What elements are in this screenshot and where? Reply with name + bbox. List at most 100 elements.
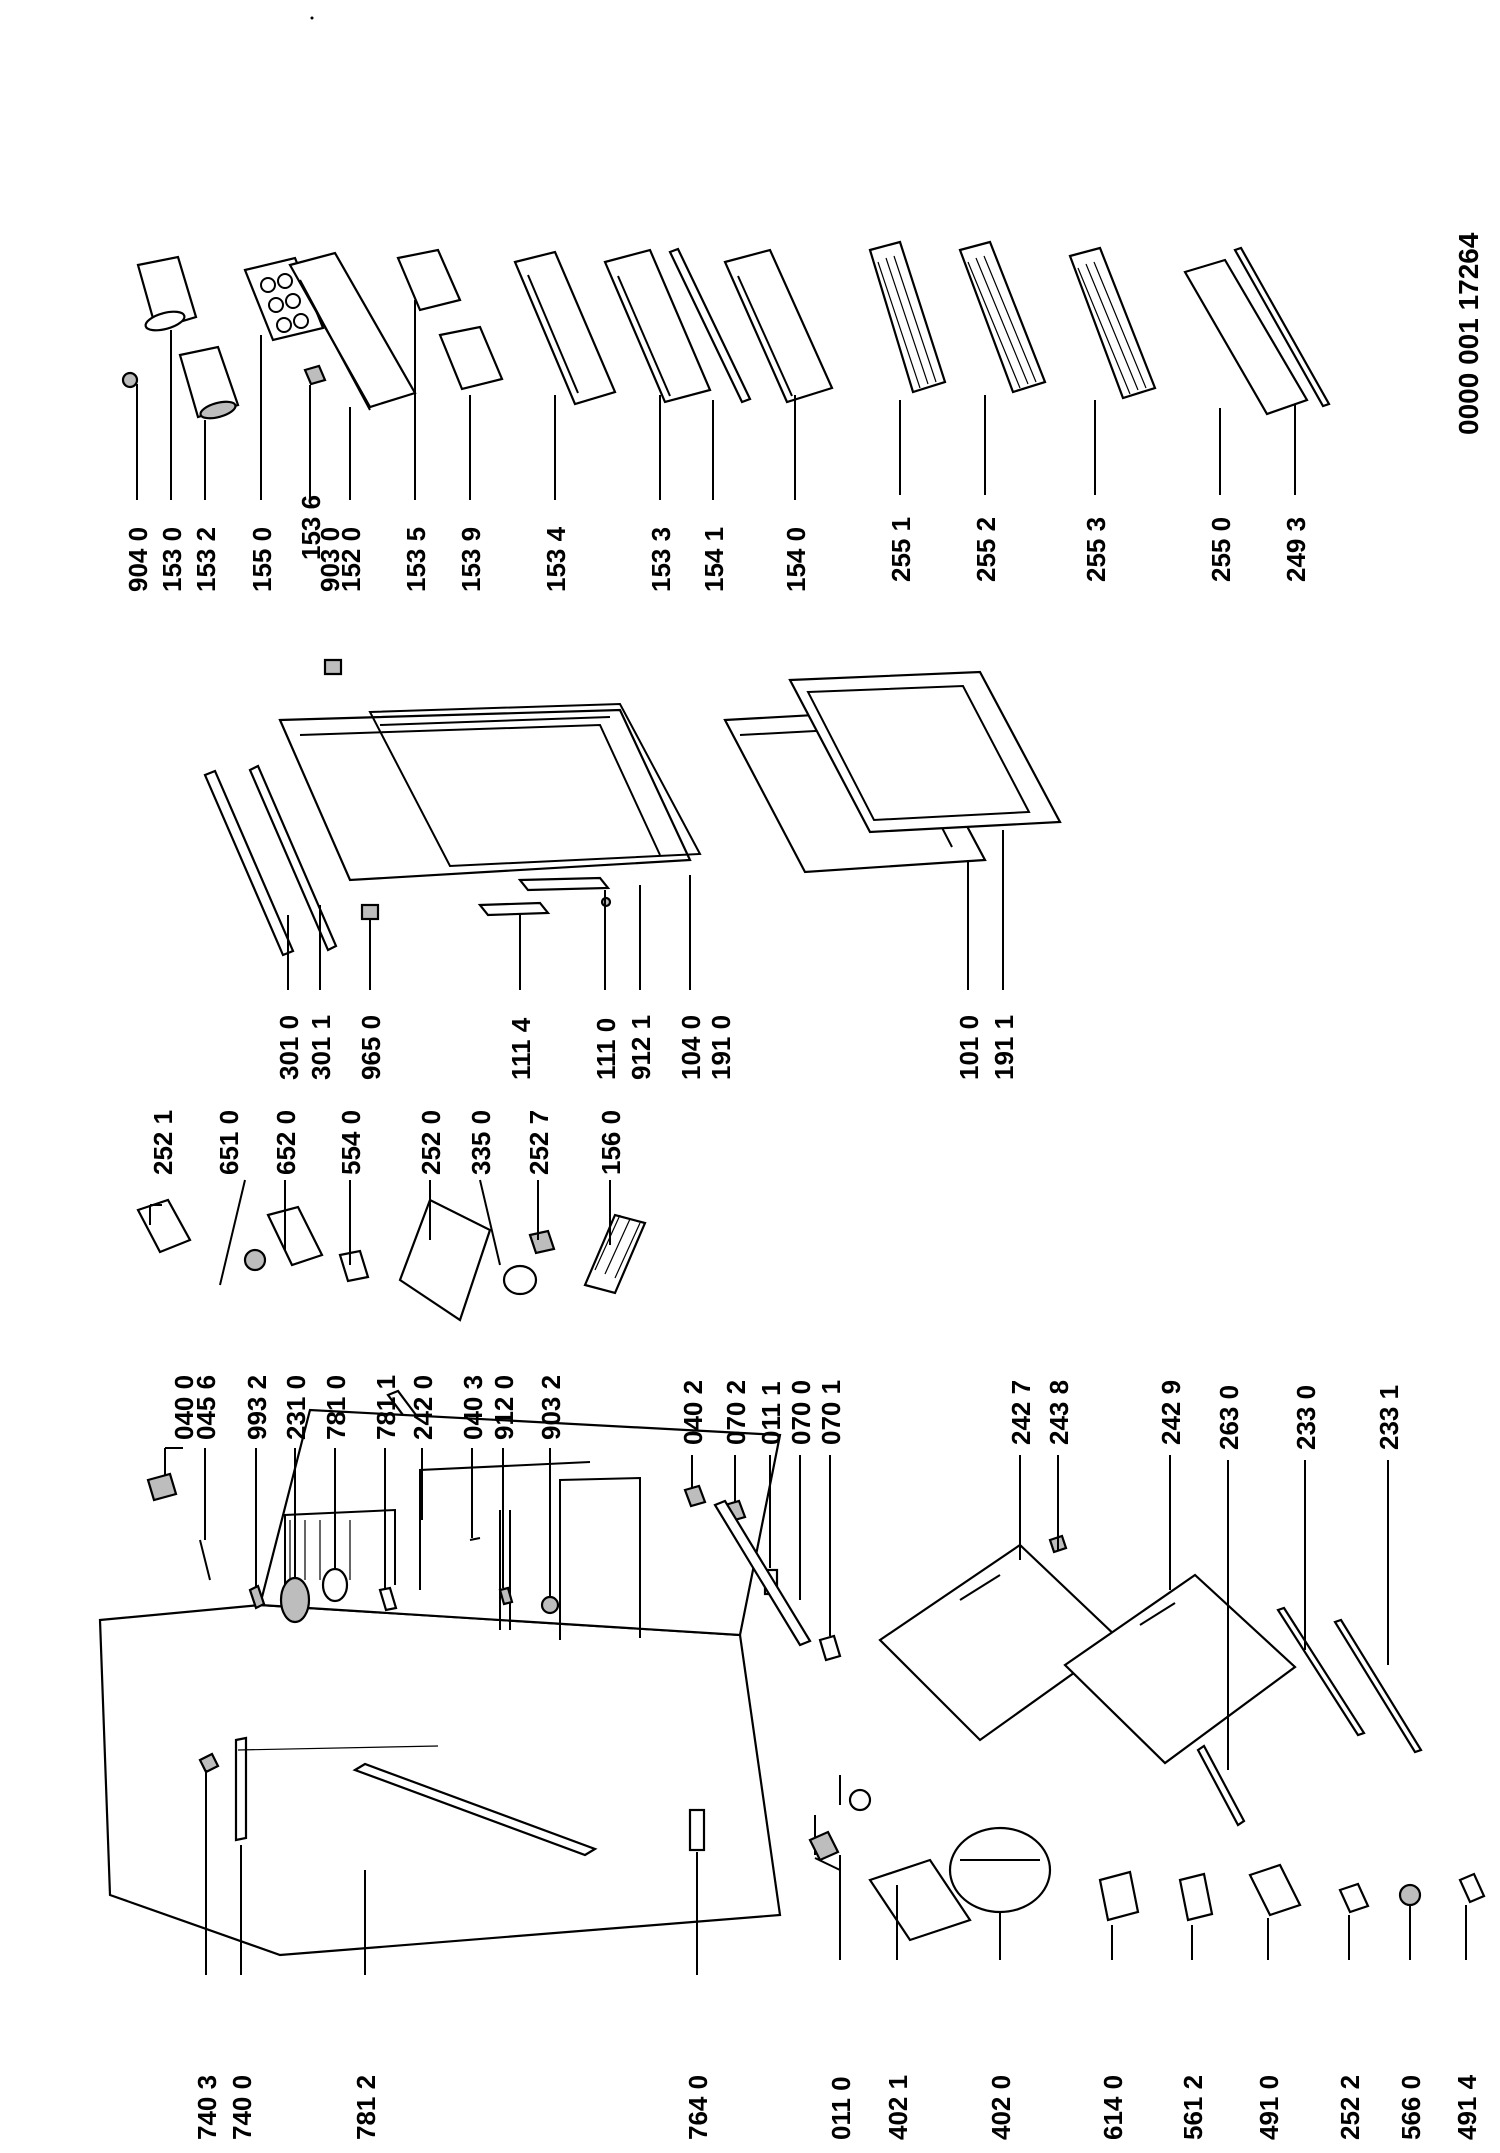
part-label-566-0: 566 0 [1396,2075,1426,2140]
part-231-0 [279,1576,311,1624]
part-label-740-0: 740 0 [227,2075,257,2140]
part-903-2 [540,1595,560,1615]
part-label-011-0: 011 0 [826,2076,856,2140]
part-label-152-0: 152 0 [336,527,366,592]
part-255-0 [1183,258,1309,416]
cabinet-small-parts [146,1472,842,1662]
document-number: 0000 001 17264 [1453,232,1484,435]
part-045-6 [199,1539,211,1581]
part-912-0 [498,1586,514,1606]
drawer-parts [878,1534,1423,1827]
part-252-2 [1338,1882,1370,1914]
leader-lines-bottom [814,1855,1467,1960]
part-label-651-0: 651 0 [214,1110,244,1175]
part-label-614-0: 614 0 [1098,2075,1128,2140]
part-153-9 [438,325,504,391]
part-104-0 [278,708,692,882]
part-label-233-0: 233 0 [1291,1385,1321,1450]
part-491-4 [1458,1872,1486,1904]
part-label-154-0: 154 0 [781,527,811,592]
leader-lines-drawers [1019,1455,1389,1770]
part-651-0 [243,1248,267,1272]
part-label-781-1: 781 1 [371,1375,401,1440]
part-070-0 [713,1499,812,1647]
part-040-3 [469,1537,481,1541]
part-label-255-0: 255 0 [1206,517,1236,582]
part-label-153-9: 153 9 [456,527,486,592]
part-153-0 [136,255,198,331]
part-252-0 [398,1198,492,1322]
compressor-parts [808,1775,1486,1942]
part-label-111-0: 111 0 [591,1018,621,1080]
part-255-3 [1068,246,1157,400]
cabinet [98,1408,782,1957]
door-parts [203,670,1062,957]
part-label-764-0: 764 0 [683,2075,713,2140]
part-242-9 [1063,1573,1297,1765]
part-label-154-1: 154 1 [699,527,729,592]
part-156-0 [583,1213,647,1295]
part-904-0 [121,371,139,389]
part-153-5 [396,248,462,312]
part-301-1 [248,764,338,952]
part-label-153-2: 153 2 [191,527,221,592]
part-153-4 [513,250,617,406]
part-402-0 [948,1826,1052,1914]
part-label-301-0: 301 0 [274,1015,304,1080]
leader-lines-thermostat [149,1179,611,1286]
part-301-0 [203,769,295,957]
part-781-2 [352,1762,598,1857]
part-label-903-2: 903 2 [536,1375,566,1440]
part-label-263-0: 263 0 [1214,1385,1244,1450]
part-561-2 [1178,1872,1214,1922]
part-label-191-1: 191 1 [989,1015,1019,1080]
part-255-2 [958,240,1047,394]
part-label-156-0: 156 0 [596,1110,626,1175]
part-label-191-0: 191 0 [706,1015,736,1080]
part-070-1 [818,1634,842,1662]
cabinet-interior [258,1408,782,1637]
part-233-1 [1333,1618,1423,1754]
part-label-242-0: 242 0 [408,1375,438,1440]
part-label-255-2: 255 2 [971,517,1001,582]
part-label-252-0: 252 0 [416,1110,446,1175]
part-label-912-0: 912 0 [489,1375,519,1440]
part-label-554-0: 554 0 [336,1110,366,1175]
part-011-0-b [848,1788,872,1812]
part-label-233-1: 233 1 [1374,1385,1404,1450]
part-153-6 [303,364,327,386]
part-011-0-a [808,1830,840,1862]
part-label-402-0: 402 0 [986,2075,1016,2140]
part-label-155-0: 155 0 [247,527,277,592]
part-label-243-8: 243 8 [1044,1380,1074,1445]
part-label-249-3: 249 3 [1281,517,1311,582]
part-566-0 [1398,1883,1422,1907]
part-153-2 [178,345,240,419]
part-111-4 [477,901,551,917]
part-965-0 [360,903,380,921]
part-label-070-0: 070 0 [786,1380,816,1445]
speck [310,16,314,20]
part-label-993-2: 993 2 [242,1375,272,1440]
part-111-0 [517,876,611,892]
part-label-252-7: 252 7 [524,1110,554,1175]
part-191-1 [788,670,1062,834]
part-249-3 [1233,246,1331,408]
part-label-104-0: 104 0 [676,1015,706,1080]
part-label-040-2: 040 2 [678,1380,708,1445]
part-label-040-0: 040 0 [169,1375,199,1440]
part-label-335-0: 335 0 [466,1110,496,1175]
part-label-740-3: 740 3 [192,2075,222,2140]
part-label-111-4: 111 4 [506,1017,536,1080]
part-label-153-0: 153 0 [157,527,187,592]
part-label-781-2: 781 2 [351,2075,381,2140]
part-label-153-5: 153 5 [401,527,431,592]
part-label-153-3: 153 3 [646,527,676,592]
part-781-1 [378,1586,398,1612]
part-191-0 [368,702,702,868]
part-label-491-4: 491 4 [1452,2074,1482,2140]
part-335-0 [502,1264,538,1296]
part-label-652-0: 652 0 [271,1110,301,1175]
door-shelf-parts [121,240,1331,676]
part-label-402-1: 402 1 [883,2075,913,2140]
